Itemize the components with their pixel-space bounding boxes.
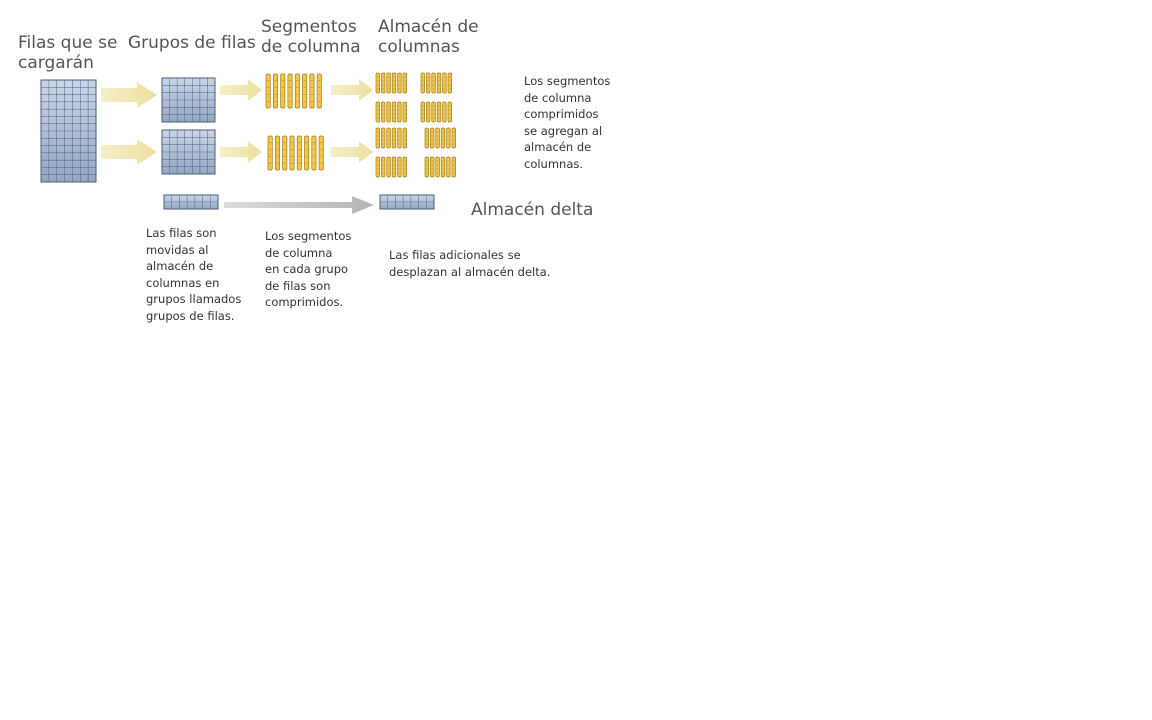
delta-rows-grid [163, 194, 219, 210]
column-segments-2 [267, 135, 324, 171]
source-rows-grid [40, 79, 97, 183]
arrow-group-2-to-segments [220, 141, 262, 163]
columnstore-block-2 [420, 72, 452, 94]
arrow-segments-2-to-store [331, 141, 373, 163]
columnstore-block-1 [375, 72, 407, 94]
columnstore-block-4 [420, 101, 452, 123]
header-rows-to-load: Filas que se cargarán [18, 33, 118, 73]
note-rows-moved: Las filas son movidas al almacén de colu… [146, 226, 242, 323]
arrow-group-1-to-segments [220, 79, 262, 101]
header-row-groups: Grupos de filas [128, 33, 256, 53]
column-segments-1 [265, 73, 322, 109]
note-extra-rows: Las filas adicionales se desplazan al al… [389, 248, 551, 279]
columnstore-block-8 [424, 156, 456, 178]
columnstore-block-3 [375, 101, 407, 123]
columnstore-block-5 [375, 127, 407, 149]
arrow-rows-to-group-2 [101, 139, 157, 165]
columnstore-block-6 [424, 127, 456, 149]
row-group-2-grid [161, 129, 216, 175]
note-segments-compressed: Los segmentos de columna en cada grupo d… [265, 229, 352, 309]
note-segments-added: Los segmentos de columna comprimidos se … [524, 74, 611, 171]
arrow-segments-1-to-store [331, 79, 373, 101]
row-group-1-grid [161, 77, 216, 123]
delta-store-grid [379, 194, 435, 210]
arrow-rows-to-group-1 [101, 82, 157, 108]
columnstore-block-7 [375, 156, 407, 178]
arrow-rows-to-delta [224, 196, 374, 214]
delta-store-label: Almacén delta [471, 200, 594, 220]
header-columnstore: Almacén de columnas [378, 17, 479, 57]
header-column-segments: Segmentos de columna [261, 17, 361, 57]
